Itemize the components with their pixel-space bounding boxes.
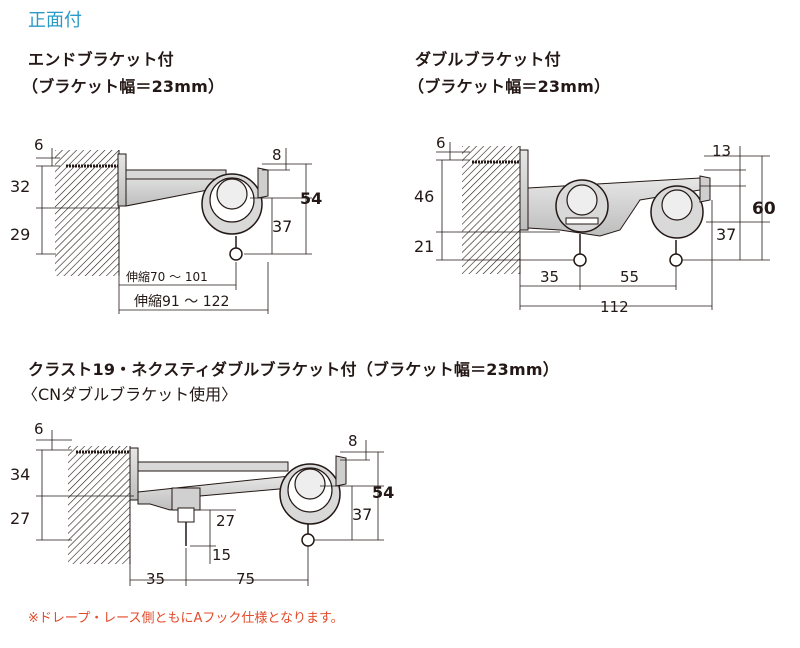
wall-hatch (462, 146, 520, 274)
dim-lower-height: 29 (10, 225, 30, 244)
dim-top-offset: 6 (34, 136, 44, 154)
dim-upper-height: 34 (10, 465, 30, 484)
dim-inner-drop: 27 (216, 512, 235, 530)
wall-hatch (55, 150, 119, 276)
hook-ring (301, 533, 315, 547)
dim-inner-right: 75 (236, 570, 255, 588)
hook-ring (229, 247, 243, 261)
double-bracket-diagram: 6 46 21 13 37 60 35 55 112 (414, 134, 776, 316)
dim-overall-width: 112 (600, 298, 629, 316)
section-title: 正面付 (28, 10, 82, 31)
dim-right-top: 8 (272, 146, 282, 164)
end-bracket-diagram: 6 32 29 8 37 54 伸縮70 ～ 101 伸縮91 ～ 122 (10, 136, 322, 314)
crust-bracket-subtitle: 〈CNダブルブラケット使用〉 (22, 385, 238, 404)
dim-extension-long: 伸縮91 ～ 122 (134, 294, 229, 310)
dim-inner-left: 35 (540, 268, 559, 286)
dim-inner-bottom: 15 (212, 546, 231, 564)
dim-lower-height: 21 (414, 237, 434, 256)
crust-bracket-title: クラスト19・ネクスティダブルブラケット付（ブラケット幅＝23mm） (28, 360, 559, 379)
dim-extension-short: 伸縮70 ～ 101 (126, 269, 208, 284)
end-bracket-subtitle: （ブラケット幅＝23mm） (22, 77, 225, 96)
dim-total-height: 54 (372, 483, 394, 502)
dim-right-lower: 37 (352, 505, 372, 524)
dim-right-lower: 37 (272, 217, 292, 236)
dim-inner-left: 35 (146, 570, 165, 588)
footnote: ※ドレープ・レース側ともにAフック仕様となります。 (28, 611, 344, 626)
dim-upper-height: 46 (414, 187, 434, 206)
crust-bracket-diagram: 6 34 27 8 37 54 27 15 35 75 (10, 420, 394, 588)
double-bracket-subtitle: （ブラケット幅＝23mm） (408, 77, 611, 96)
dim-top-offset: 6 (436, 134, 446, 152)
hook-ring (573, 253, 587, 267)
dim-right-top: 8 (348, 432, 358, 450)
double-bracket-title: ダブルブラケット付 (415, 50, 561, 69)
dim-total-height: 60 (752, 199, 776, 219)
dim-right-top: 13 (712, 142, 731, 160)
dim-upper-height: 32 (10, 177, 30, 196)
dim-top-offset: 6 (34, 420, 44, 438)
end-bracket-title: エンドブラケット付 (28, 50, 174, 69)
dim-right-lower: 37 (716, 225, 736, 244)
hook-ring (669, 253, 683, 267)
dim-total-height: 54 (300, 189, 322, 208)
dim-lower-height: 27 (10, 509, 30, 528)
wall-hatch (68, 446, 130, 564)
dim-inner-right: 55 (620, 268, 639, 286)
